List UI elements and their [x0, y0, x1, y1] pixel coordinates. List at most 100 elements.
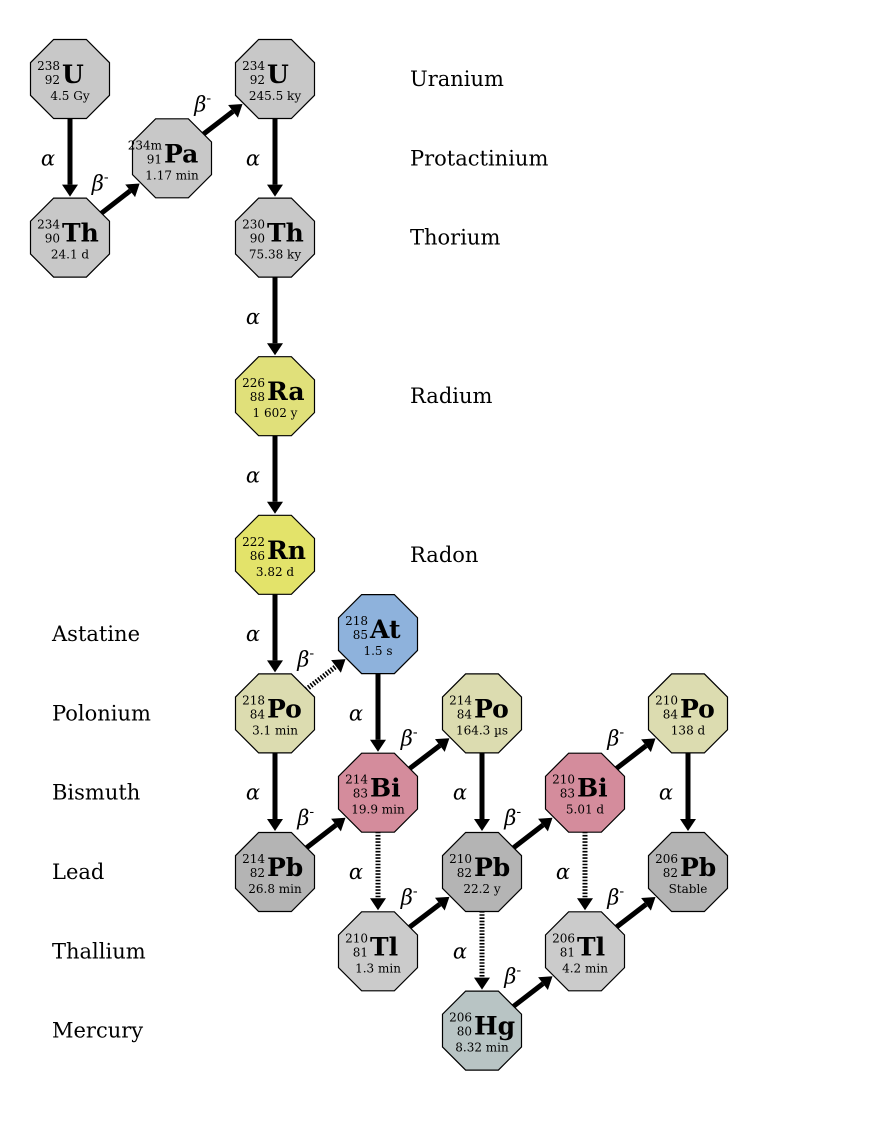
mass-number: 214 — [449, 693, 472, 707]
nuclide-octagon — [234, 38, 316, 120]
decay-arrow-at218-to-bi214: α — [349, 673, 386, 752]
element-symbol: Pb — [680, 853, 716, 882]
atomic-number: 81 — [353, 945, 368, 959]
alpha-label: α — [453, 781, 467, 805]
arrow-shaft — [407, 902, 442, 930]
atomic-number: 90 — [250, 232, 265, 246]
mass-number: 234 — [37, 218, 60, 232]
arrow-head — [474, 977, 490, 990]
decay-arrow-tl206-to-pb206: β- — [606, 883, 656, 930]
arrow-head — [641, 897, 656, 911]
nuclide-octagon — [234, 514, 316, 595]
mass-number: 210 — [449, 852, 472, 866]
arrow-shaft — [201, 109, 235, 137]
decay-arrow-po218-to-at218: β- — [296, 645, 346, 692]
alpha-label: α — [349, 860, 363, 884]
arrow-head — [474, 819, 490, 831]
element-label-polonium: Polonium — [52, 701, 151, 725]
half-life: 22.2 y — [463, 882, 501, 896]
arrow-head — [228, 104, 243, 118]
decay-arrow-po218-to-pb214: α — [246, 752, 283, 831]
nuclide-octagon — [29, 197, 111, 278]
decay-arrow-ra226-to-rn222: α — [246, 435, 283, 514]
beta-minus-label: β- — [296, 804, 314, 830]
decay-arrow-pb210-to-hg206: α — [453, 911, 490, 990]
element-symbol: At — [369, 615, 401, 644]
beta-minus-label: β- — [503, 804, 521, 830]
decay-arrow-u238-to-th234: α — [41, 118, 78, 197]
arrow-head — [435, 738, 450, 752]
mass-number: 214 — [242, 852, 265, 866]
element-label-uranium: Uranium — [410, 67, 504, 91]
half-life: 3.82 d — [256, 565, 295, 579]
arrow-head — [267, 343, 283, 356]
element-label-thallium: Thallium — [52, 939, 146, 963]
arrow-head — [538, 817, 553, 832]
element-symbol: Tl — [370, 932, 398, 961]
decay-arrow-bi214-to-tl210: α — [349, 831, 386, 911]
mass-number: 210 — [655, 693, 678, 707]
atomic-number: 84 — [663, 707, 679, 721]
alpha-label: α — [659, 781, 673, 805]
atomic-number: 83 — [353, 787, 368, 801]
alpha-label: α — [556, 860, 570, 884]
half-life: 26.8 min — [248, 882, 302, 896]
arrow-shaft — [511, 823, 545, 851]
element-symbol: Tl — [577, 932, 605, 961]
mass-number: 230 — [242, 218, 265, 232]
half-life: 4.5 Gy — [50, 89, 89, 103]
atomic-number: 84 — [250, 707, 266, 721]
nuclide-octagon — [441, 831, 523, 913]
element-label-thorium: Thorium — [410, 226, 500, 250]
nuclide-octagon — [441, 990, 523, 1071]
mass-number: 226 — [242, 376, 265, 390]
nuclide-octagon — [441, 673, 523, 754]
element-symbol: Bi — [577, 774, 608, 803]
mass-number: 206 — [655, 852, 678, 866]
decay-arrow-bi210-to-tl206: α — [556, 831, 593, 911]
element-symbol: Th — [267, 219, 304, 248]
arrow-head — [435, 896, 450, 911]
mass-number: 214 — [345, 773, 368, 787]
element-symbol: Pb — [474, 853, 510, 882]
arrow-head — [641, 738, 656, 753]
half-life: 138 d — [671, 723, 706, 737]
atomic-number: 81 — [560, 945, 575, 959]
decay-arrow-pb214-to-bi214: β- — [296, 804, 346, 851]
arrow-head — [370, 898, 386, 911]
element-symbol: U — [62, 60, 84, 89]
atomic-number: 82 — [250, 866, 265, 880]
half-life: 1.17 min — [145, 168, 199, 182]
decay-arrow-pa234m-to-u234: β- — [193, 90, 243, 137]
half-life: 1.3 min — [355, 961, 401, 975]
mass-number: 234 — [242, 59, 265, 73]
half-life: 245.5 ky — [249, 89, 301, 103]
atomic-number: 82 — [457, 866, 472, 880]
nuclide-octagon — [29, 38, 111, 120]
arrow-shaft — [614, 743, 648, 771]
nuclide-octagon — [234, 673, 316, 754]
mass-number: 206 — [552, 931, 575, 945]
decay-arrow-bi214-to-po214: β- — [400, 725, 450, 772]
half-life: 4.2 min — [562, 961, 608, 975]
element-label-radium: Radium — [410, 384, 492, 408]
nuclide-octagon — [647, 673, 729, 754]
nuclide-octagon — [647, 831, 729, 913]
beta-minus-label: β- — [606, 725, 624, 751]
arrow-head — [267, 501, 283, 514]
decay-arrow-po210-to-pb206: α — [659, 752, 696, 831]
mass-number: 222 — [242, 535, 265, 549]
arrow-head — [331, 659, 346, 673]
atomic-number: 83 — [560, 787, 575, 801]
arrow-head — [680, 819, 696, 831]
alpha-label: α — [246, 781, 260, 805]
